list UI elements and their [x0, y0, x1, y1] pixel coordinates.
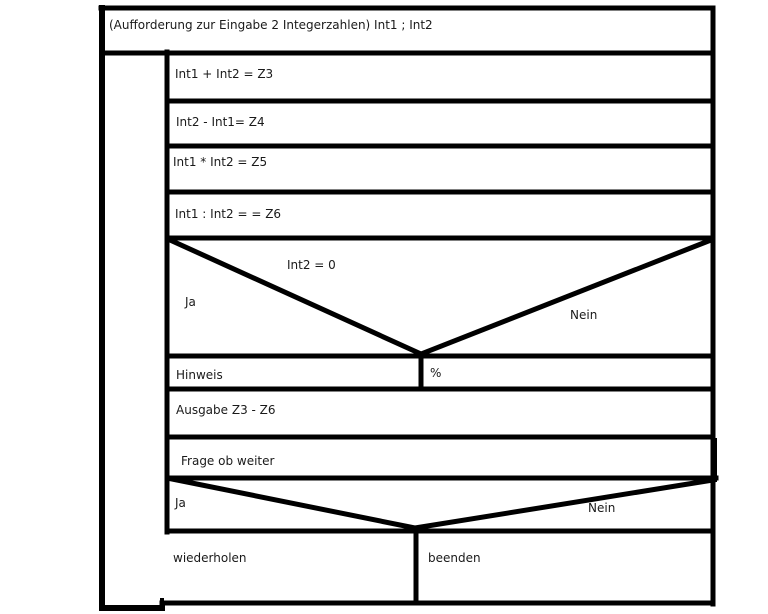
- decision2-yes-label: Ja: [175, 496, 186, 510]
- decision1-no-label: Nein: [570, 308, 598, 322]
- decision1-yes-label: Ja: [185, 295, 196, 309]
- step-4-text: Int1 : Int2 = = Z6: [175, 207, 282, 221]
- loop-header-text: (Aufforderung zur Eingabe 2 Integerzahle…: [109, 18, 433, 32]
- decision2-no-label: Nein: [588, 501, 616, 515]
- prompt-text: Frage ob weiter: [181, 454, 275, 468]
- decision1-right-diagonal: [417, 236, 715, 358]
- step-1-text: Int1 + Int2 = Z3: [175, 67, 274, 81]
- step-2-text: Int2 - Int1= Z4: [176, 115, 265, 129]
- decision2-no-branch: beenden: [428, 551, 481, 565]
- decision2-right-diagonal: [412, 477, 716, 531]
- step-3-text: Int1 * Int2 = Z5: [173, 155, 268, 169]
- decision1-no-branch: %: [430, 366, 442, 380]
- decision2-yes-branch: wiederholen: [173, 551, 247, 565]
- decision1-yes-branch: Hinweis: [176, 368, 223, 382]
- output-text: Ausgabe Z3 - Z6: [176, 403, 276, 417]
- decision1-left-diagonal: [166, 236, 425, 358]
- decision2-left-diagonal: [169, 476, 418, 531]
- decision1-condition: Int2 = 0: [287, 258, 336, 272]
